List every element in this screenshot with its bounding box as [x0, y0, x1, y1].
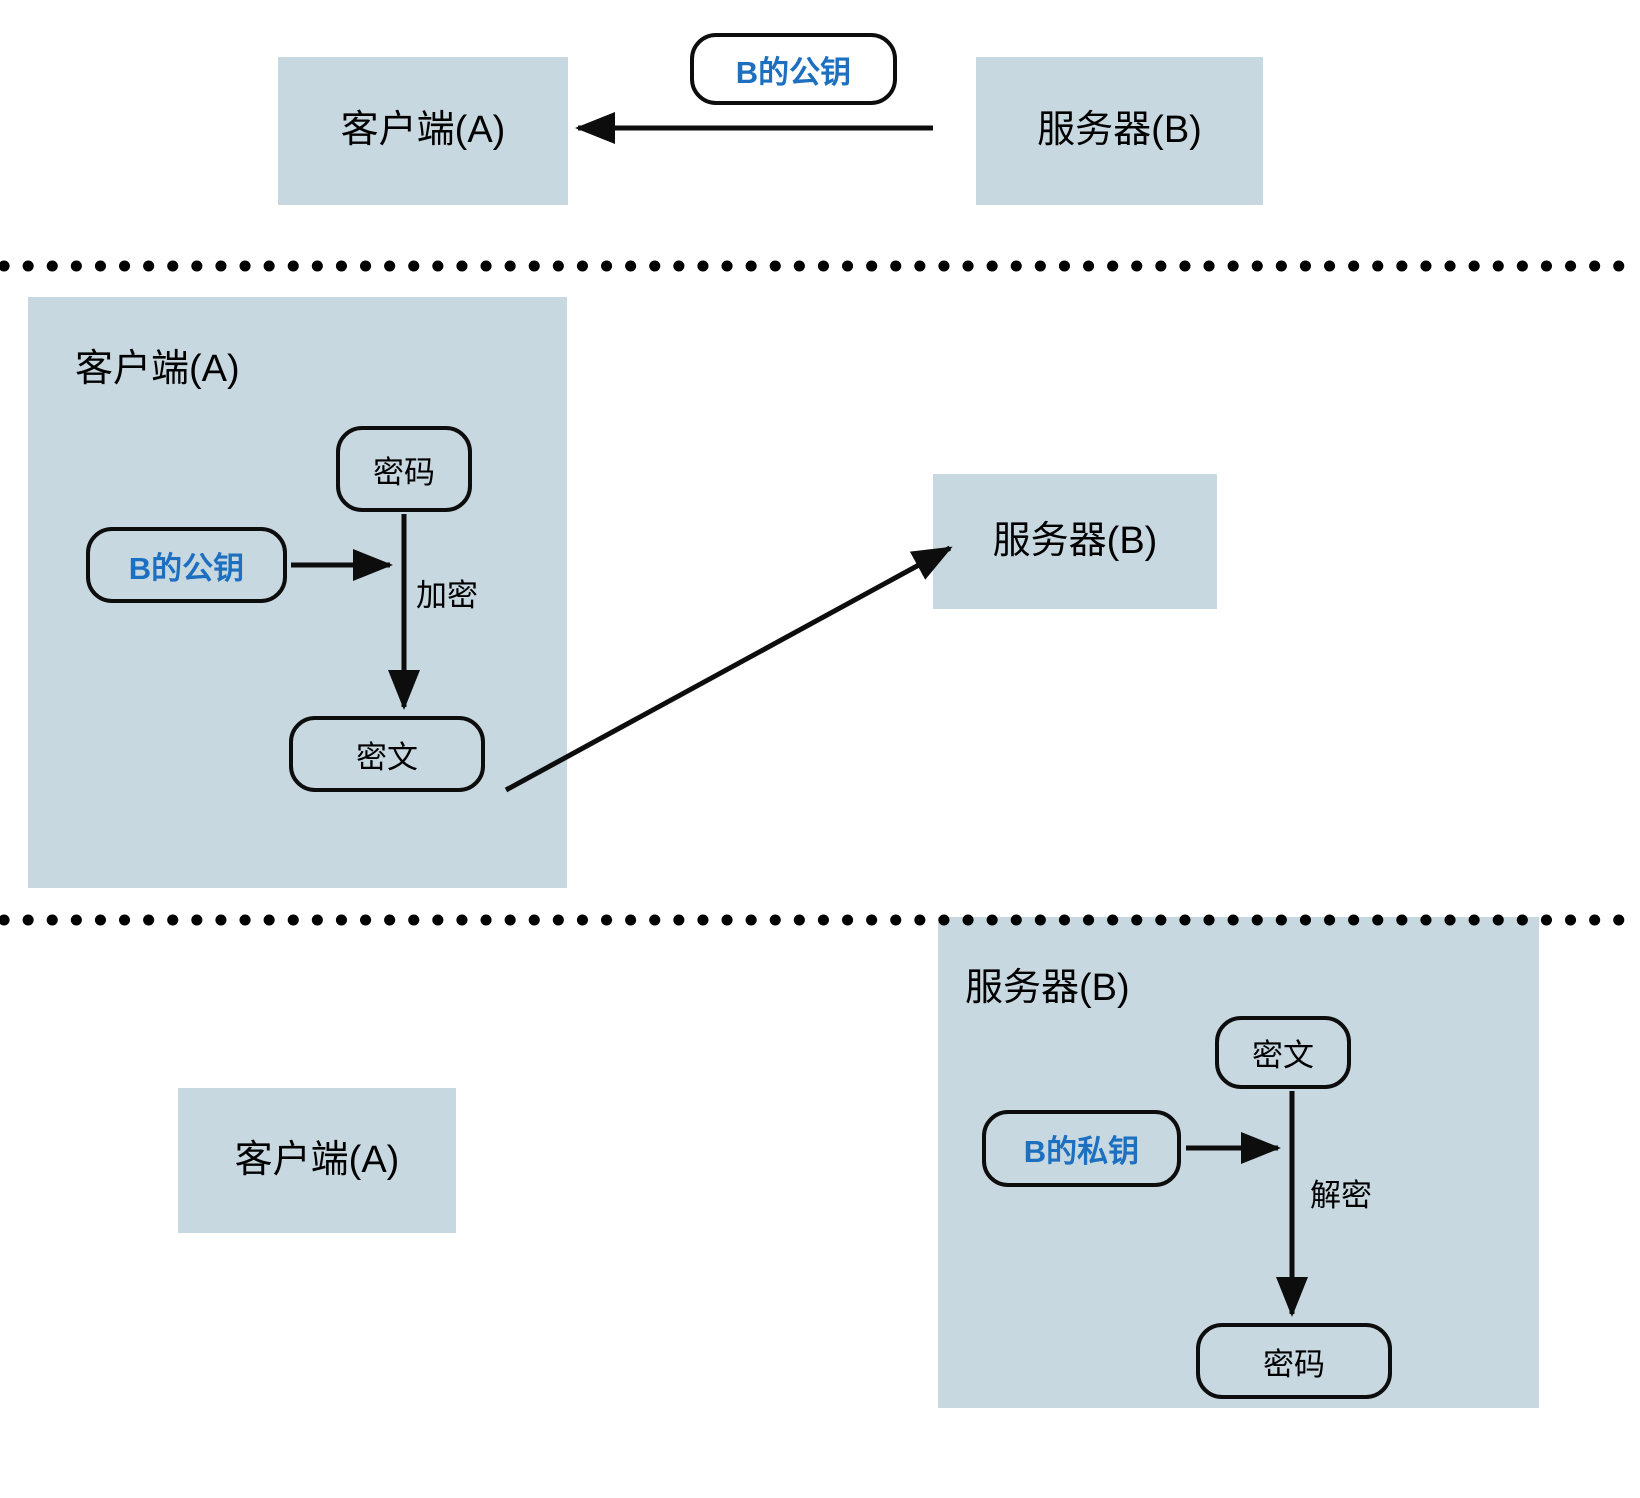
- decrypt-ciphertext-label: 密文: [1252, 1038, 1314, 1073]
- encrypt-ciphertext-pill: 密文: [289, 716, 485, 792]
- decrypt-edge-label: 解密: [1310, 1178, 1372, 1213]
- handshake-public-key-pill: B的公钥: [690, 33, 897, 105]
- encrypt-plaintext-label: 密码: [373, 454, 435, 490]
- handshake-client-label: 客户端(A): [340, 109, 506, 152]
- decrypt-plaintext-label: 密码: [1263, 1346, 1325, 1382]
- encrypt-plaintext-pill: 密码: [336, 426, 472, 512]
- handshake-server-box: 服务器(B): [976, 57, 1263, 205]
- encrypt-edge-label: 加密: [416, 578, 478, 613]
- decrypt-server-panel-title: 服务器(B): [965, 967, 1130, 1009]
- decrypt-private-key-pill: B的私钥: [982, 1110, 1181, 1187]
- encrypt-public-key-label: B的公钥: [128, 550, 245, 586]
- encrypt-client-panel: [28, 297, 567, 888]
- encrypt-transmit-arrow: [504, 545, 953, 793]
- encrypt-server-label: 服务器(B): [992, 519, 1158, 562]
- handshake-client-box: 客户端(A): [278, 57, 568, 205]
- handshake-server-label: 服务器(B): [1037, 109, 1202, 152]
- decrypt-private-key-label: B的私钥: [1023, 1134, 1140, 1169]
- handshake-public-key-label: B的公钥: [735, 54, 852, 90]
- encrypt-public-key-pill: B的公钥: [86, 527, 287, 603]
- decrypt-client-label: 客户端(A): [234, 1138, 400, 1181]
- encrypt-ciphertext-label: 密文: [356, 739, 418, 775]
- decrypt-ciphertext-pill: 密文: [1215, 1016, 1351, 1089]
- encrypt-client-panel-title: 客户端(A): [75, 348, 240, 390]
- decrypt-client-box: 客户端(A): [178, 1088, 456, 1233]
- decrypt-plaintext-pill: 密码: [1196, 1323, 1392, 1399]
- encrypt-server-box: 服务器(B): [933, 474, 1217, 609]
